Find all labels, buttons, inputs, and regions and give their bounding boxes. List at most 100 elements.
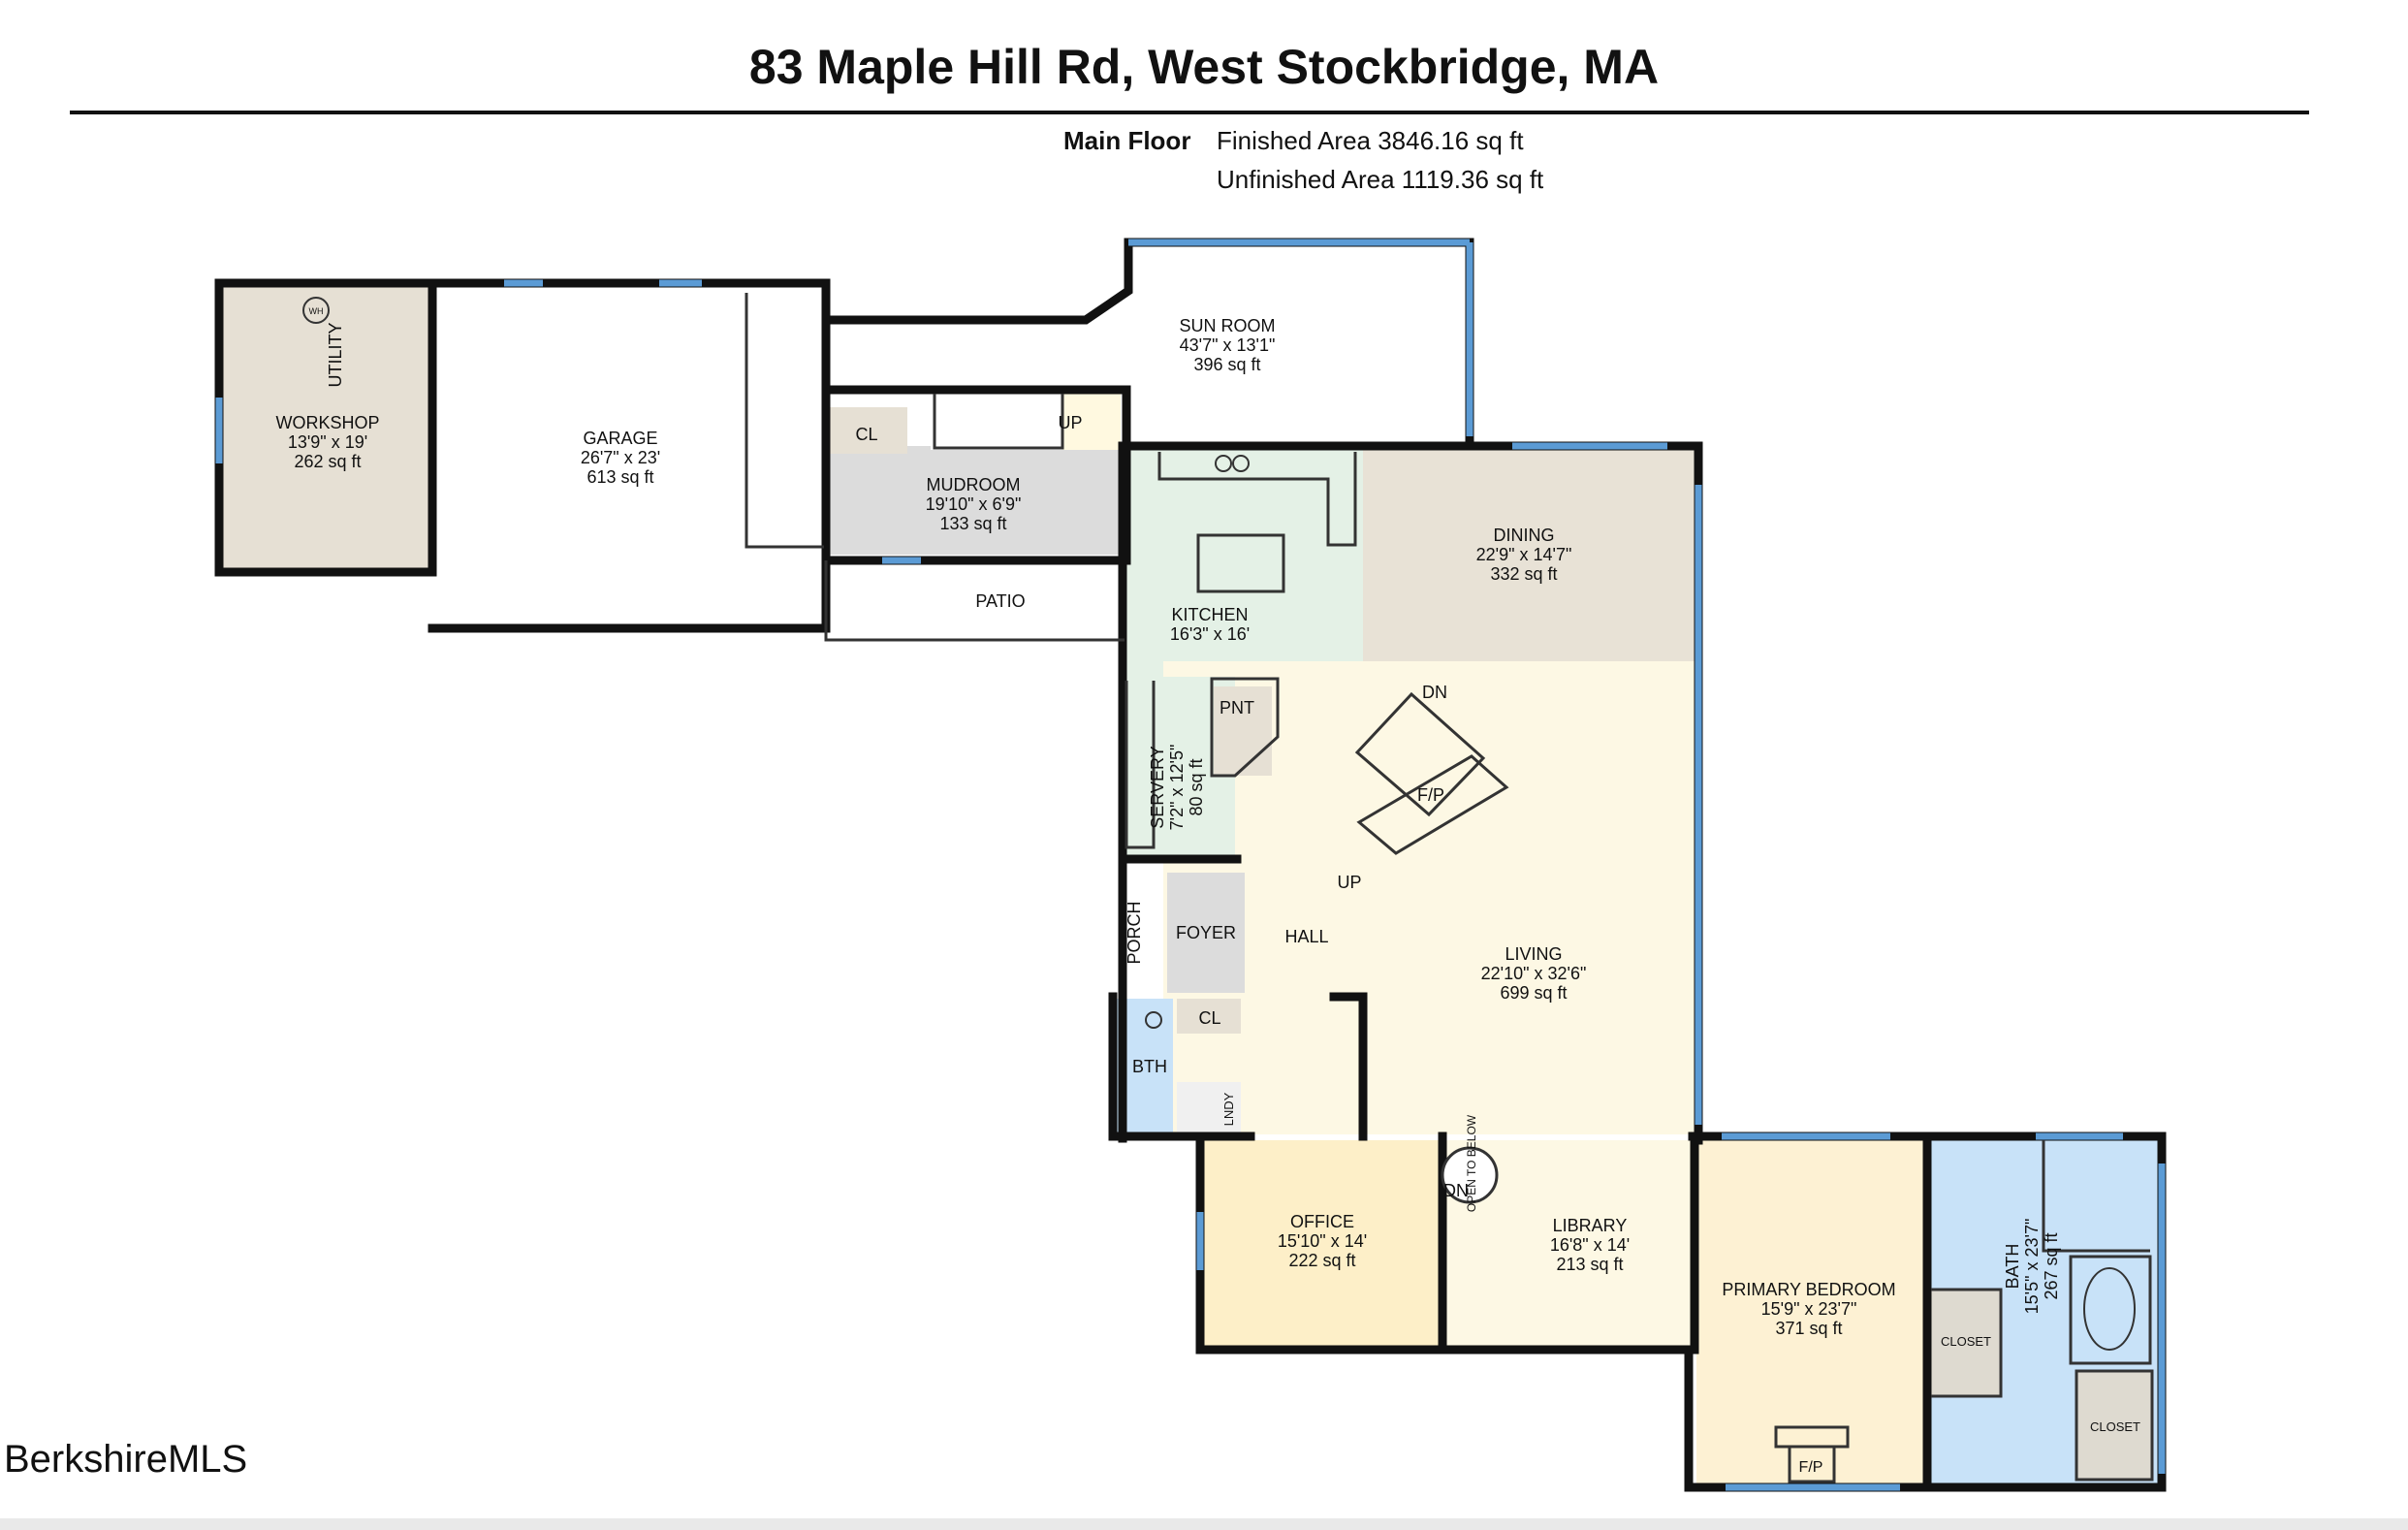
finished-area: Finished Area 3846.16 sq ft: [1217, 126, 1524, 155]
closet-hall-fill: [1177, 999, 1241, 1034]
unfinished-area: Unfinished Area 1119.36 sq ft: [1217, 165, 1544, 194]
bedroom-fireplace: [1774, 1425, 1850, 1483]
dn-stair-label: DN: [1422, 683, 1447, 702]
fireplace-hearth: [1356, 754, 1509, 855]
kitchen-name: KITCHEN: [1171, 605, 1248, 624]
sunroom-dims: 43'7" x 13'1": [1180, 335, 1276, 355]
up-landing-fill: [1062, 390, 1121, 450]
office-dims: 15'10" x 14': [1278, 1231, 1367, 1251]
toilet-icon: [1145, 1011, 1162, 1029]
workshop-dims: 13'9" x 19': [288, 432, 367, 452]
page-title: 83 Maple Hill Rd, West Stockbridge, MA: [748, 40, 1660, 94]
library-name: LIBRARY: [1553, 1216, 1628, 1235]
dining-area: 332 sq ft: [1490, 564, 1557, 584]
closet-mud-fill: [826, 407, 907, 454]
sunroom-area: 396 sq ft: [1193, 355, 1260, 374]
hall-name: HALL: [1284, 927, 1328, 946]
room-fills: [223, 242, 2160, 1485]
bath-name: BATH: [2003, 1244, 2022, 1290]
foyer-name: FOYER: [1176, 923, 1236, 942]
garage-fill: [434, 287, 822, 628]
kitchen-island: [1196, 533, 1285, 593]
bedroom-wall: [1684, 1132, 2167, 1492]
walls: [214, 238, 2167, 1492]
workshop-wall: [214, 278, 437, 577]
sunroom-fill: [826, 242, 1471, 446]
closet-a-name: CLOSET: [1941, 1334, 1991, 1349]
mudroom-stair: [933, 394, 1064, 450]
dining-fill: [1363, 448, 1696, 661]
foyer-fill: [1167, 873, 1245, 993]
dining-dims: 22'9" x 14'7": [1476, 545, 1572, 564]
pantry-fill: [1214, 686, 1272, 776]
title-rule: [70, 111, 2309, 114]
spiral-stair-icon: [1441, 1146, 1499, 1204]
page-bottom-bar: [0, 1518, 2408, 1530]
mudroom-area: 133 sq ft: [939, 514, 1006, 533]
fireplace-living-label: F/P: [1417, 785, 1444, 805]
staircase-outline: [1354, 691, 1486, 817]
workshop-name: WORKSHOP: [275, 413, 379, 432]
sunroom-name: SUN ROOM: [1180, 316, 1276, 335]
servery-dims: 7'2" x 12'5": [1167, 745, 1187, 831]
servery-area: 80 sq ft: [1187, 758, 1206, 815]
library-dims: 16'8" x 14': [1550, 1235, 1630, 1255]
fireplace-bedroom-label: F/P: [1799, 1459, 1823, 1476]
garage-area: 613 sq ft: [586, 467, 653, 487]
servery-counter: [1125, 681, 1156, 849]
garage-stair: [745, 293, 824, 549]
garage-wall: [428, 278, 831, 633]
bath-dims: 15'5" x 23'7": [2022, 1219, 2042, 1315]
bath-small-name: BTH: [1132, 1057, 1167, 1076]
utility-name: UTILITY: [326, 322, 345, 387]
bedroom-area: 371 sq ft: [1775, 1319, 1842, 1338]
pantry-name: PNT: [1220, 698, 1254, 717]
bedroom-dims: 15'9" x 23'7": [1761, 1299, 1857, 1319]
bathtub-icon: [2083, 1267, 2136, 1351]
interior-lines: [745, 293, 2154, 1483]
mudroom-fill: [826, 446, 1119, 555]
living-dims: 22'10" x 32'6": [1481, 964, 1587, 983]
laundry-fill: [1177, 1082, 1241, 1134]
up-mudroom-label: UP: [1058, 413, 1082, 432]
garage-dims: 26'7" x 23': [581, 448, 660, 467]
laundry-name: LNDY: [1221, 1092, 1236, 1126]
office-name: OFFICE: [1290, 1212, 1354, 1231]
closet-b-fill: [2076, 1371, 2152, 1480]
office-fill: [1202, 1140, 1441, 1346]
garage-name: GARAGE: [583, 429, 657, 448]
stove-icon-2: [1232, 455, 1250, 472]
patio-outline: [824, 560, 1125, 642]
office-area: 222 sq ft: [1288, 1251, 1355, 1270]
closet-b-name: CLOSET: [2090, 1419, 2140, 1434]
bath-wall-jog: [2042, 1140, 2150, 1253]
library-area: 213 sq ft: [1556, 1255, 1623, 1274]
closet-hall-name: CL: [1198, 1008, 1220, 1028]
kitchen-counter: [1157, 452, 1357, 547]
living-name: LIVING: [1505, 944, 1562, 964]
symbols: WH: [302, 297, 2136, 1351]
workshop-area: 262 sq ft: [294, 452, 361, 471]
mudroom-dims: 19'10" x 6'9": [926, 494, 1022, 514]
patio-name: PATIO: [975, 591, 1025, 611]
living-area: 699 sq ft: [1500, 983, 1567, 1003]
hall-post: [1329, 992, 1368, 1141]
floor-label: Main Floor: [1063, 126, 1191, 155]
dining-name: DINING: [1494, 526, 1555, 545]
stove-icon: [1215, 455, 1232, 472]
kitchen-dims: 16'3" x 16': [1170, 624, 1250, 644]
water-heater-icon: [302, 297, 330, 324]
closet-b-outline: [2075, 1369, 2154, 1482]
water-heater-label: WH: [309, 306, 324, 316]
closet-mud-name: CL: [855, 425, 877, 444]
workshop-fill: [223, 287, 432, 570]
bath-area: 267 sq ft: [2042, 1232, 2061, 1299]
mudroom-name: MUDROOM: [927, 475, 1021, 494]
open-to-below-label: OPEN TO BELOW: [1465, 1114, 1478, 1212]
closet-a-fill: [1931, 1290, 2001, 1396]
dn-spiral-label: DN: [1443, 1181, 1469, 1200]
windows: [215, 239, 2166, 1491]
servery-name: SERVERY: [1148, 746, 1167, 828]
porch-name: PORCH: [1125, 901, 1144, 964]
